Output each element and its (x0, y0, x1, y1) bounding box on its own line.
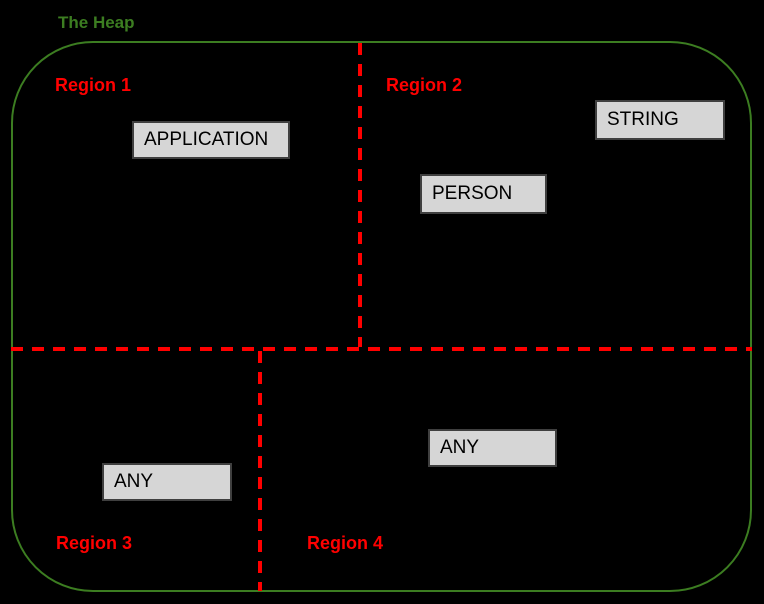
region-4-label: Region 4 (307, 533, 384, 553)
region-divider-vertical-bottom (258, 351, 262, 591)
heap-boundary (11, 41, 752, 592)
region-2-label: Region 2 (386, 75, 463, 95)
object-box-any-region3: ANY (102, 463, 232, 501)
region-3-label: Region 3 (56, 533, 133, 553)
region-divider-horizontal (11, 347, 752, 351)
object-box-any-region4: ANY (428, 429, 557, 467)
region-1-label: Region 1 (55, 75, 132, 95)
object-box-application: APPLICATION (132, 121, 290, 159)
heap-title: The Heap (58, 13, 135, 32)
region-divider-vertical-top (358, 43, 362, 347)
object-box-string: STRING (595, 100, 725, 140)
object-box-person: PERSON (420, 174, 547, 214)
